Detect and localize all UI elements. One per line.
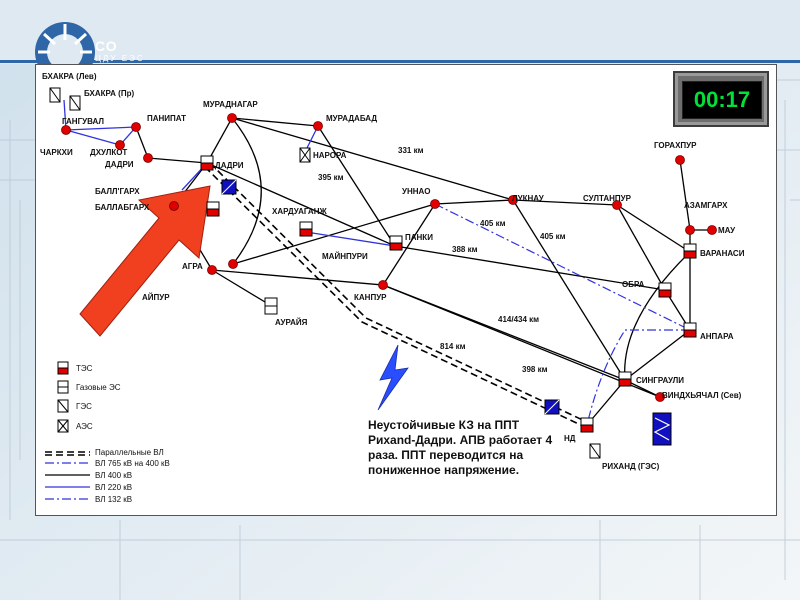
- fault-pointer-arrow: [79, 185, 211, 337]
- lines-132kv: [434, 203, 691, 426]
- label-rihand: РИХАНД (ГЭС): [602, 462, 660, 471]
- distance-label: 331 км: [398, 146, 424, 155]
- legend-line-labels: Параллельные ВЛ ВЛ 765 кВ на 400 кВ ВЛ 4…: [95, 448, 170, 504]
- label-jaipur: АЙПУР: [142, 293, 170, 302]
- thermal-plant-obra-icon: [658, 282, 672, 298]
- label-aurayya: АУРАЙЯ: [275, 318, 308, 327]
- plant-symbols: [49, 87, 697, 459]
- legend-label: Параллельные ВЛ: [95, 448, 164, 457]
- label-narora: НАРОРА: [313, 151, 347, 160]
- label-luknau: ЛУКНАУ: [512, 194, 545, 203]
- distance-label: 814 км: [440, 342, 466, 351]
- distance-labels: 331 км 395 км 405 км 405 км 388 км 414/4…: [318, 146, 566, 374]
- lightning-icon: [377, 344, 409, 411]
- label-sultanpur: СУЛТАНПУР: [583, 194, 632, 203]
- thermal-plant-panki-icon: [389, 235, 403, 251]
- label-dadri-2: ДАДРИ: [215, 161, 244, 170]
- label-hardauganj: ХАРДУАГАНЖ: [272, 207, 327, 216]
- distance-label: 398 км: [522, 365, 548, 374]
- label-nd: НД: [564, 434, 576, 443]
- label-mau: МАУ: [718, 226, 736, 235]
- label-dkhulkot: ДХУЛКОТ: [90, 148, 127, 157]
- label-obra: ОБРА: [622, 280, 645, 289]
- label-panipat: ПАНИПАТ: [147, 114, 186, 123]
- label-bhakra-lev: БХАКРА (Лев): [42, 72, 97, 81]
- timer-value: 00:17: [693, 87, 751, 112]
- label-dadri-1: ДАДРИ: [105, 160, 134, 169]
- legend-label: ВЛ 400 кВ: [95, 471, 132, 480]
- label-panki: ПАНКИ: [405, 233, 433, 242]
- hydro-plant-bhakra-lev-icon: [49, 87, 61, 103]
- thermal-plant-hardauganj-icon: [299, 221, 313, 237]
- hydro-plant-vindh-icon: [652, 412, 672, 446]
- legend-stations: [57, 361, 69, 433]
- legend-label: ВЛ 765 кВ на 400 кВ: [95, 459, 170, 468]
- hvdc-line: [204, 162, 590, 428]
- distance-label: 405 км: [480, 219, 506, 228]
- hydro-plant-bhakra-pr-icon: [69, 95, 81, 111]
- distance-label: 395 км: [318, 173, 344, 182]
- legend-label: ВЛ 132 кВ: [95, 495, 132, 504]
- thermal-plant-anpara-icon: [683, 322, 697, 338]
- legend-lines: [45, 451, 90, 500]
- legend-label: АЭС: [76, 422, 93, 431]
- nuclear-plant-narora-icon: [299, 147, 311, 163]
- label-muradabad: МУРАДАБАД: [326, 114, 377, 123]
- label-charkhi: ЧАРКХИ: [40, 148, 73, 157]
- label-vindh: ВИНДХЬЯЧАЛ (Сев): [662, 391, 742, 400]
- logo-text: СО: [95, 38, 118, 54]
- distance-label: 414/434 км: [498, 315, 539, 324]
- label-ballabgarh: БАЛЛАБГАРХ: [95, 203, 150, 212]
- legend-label: ГЭС: [76, 402, 92, 411]
- label-unnao: УННАО: [402, 187, 430, 196]
- legend-label: ВЛ 220 кВ: [95, 483, 132, 492]
- event-description: Неустойчивые КЗ на ППТ Рихand-Дадри. АПВ…: [368, 418, 553, 477]
- timer-display: 00:17: [673, 71, 769, 127]
- thermal-plant-ballabgarh-icon: [206, 201, 220, 217]
- timer-screen: 00:17: [682, 81, 762, 119]
- legend-station-labels: ТЭС Газовые ЭС ГЭС АЭС: [76, 364, 121, 431]
- station-labels: БХАКРА (Лев) БХАКРА (Пр) ГАНГУВАЛ ПАНИПА…: [40, 72, 745, 471]
- hydro-plant-rihand-icon: [589, 443, 601, 459]
- lines-400kv: [135, 117, 712, 426]
- thermal-plant-varanasi-icon: [683, 243, 697, 259]
- legend-label: Газовые ЭС: [76, 383, 121, 392]
- label-ganguval: ГАНГУВАЛ: [62, 117, 104, 126]
- thermal-plant-dadri-icon: [200, 155, 214, 171]
- label-varanasi: ВАРАНАСИ: [700, 249, 745, 258]
- label-mainpuri: МАЙНПУРИ: [322, 252, 368, 261]
- lines-220kv: [63, 99, 396, 247]
- label-singrauli: СИНГРАУЛИ: [636, 376, 684, 385]
- label-bhakra-pr: БХАКРА (Пр): [84, 89, 134, 98]
- label-ballgarh: БАЛЛ'ГАРХ: [95, 187, 140, 196]
- distance-label: 405 км: [540, 232, 566, 241]
- label-muradnagar: МУРАДНАГАР: [203, 100, 258, 109]
- thermal-plant-singrauli-icon: [618, 371, 632, 387]
- label-agra: АГРА: [182, 262, 203, 271]
- label-azamgarkh: АЗАМГАРХ: [684, 201, 728, 210]
- thermal-plant-rihand-icon: [580, 417, 594, 433]
- converter-station-dadri: [221, 179, 237, 195]
- converter-station-rihand: [544, 399, 560, 415]
- legend-label: ТЭС: [76, 364, 93, 373]
- label-gorakhpur: ГОРАХПУР: [654, 141, 697, 150]
- label-kanpur: КАНПУР: [354, 293, 387, 302]
- label-anpara: АНПАРА: [700, 332, 734, 341]
- logo-subtext: ЦДУ ЕЭС: [95, 54, 145, 63]
- distance-label: 388 км: [452, 245, 478, 254]
- gas-plant-aurayya-icon: [264, 297, 278, 315]
